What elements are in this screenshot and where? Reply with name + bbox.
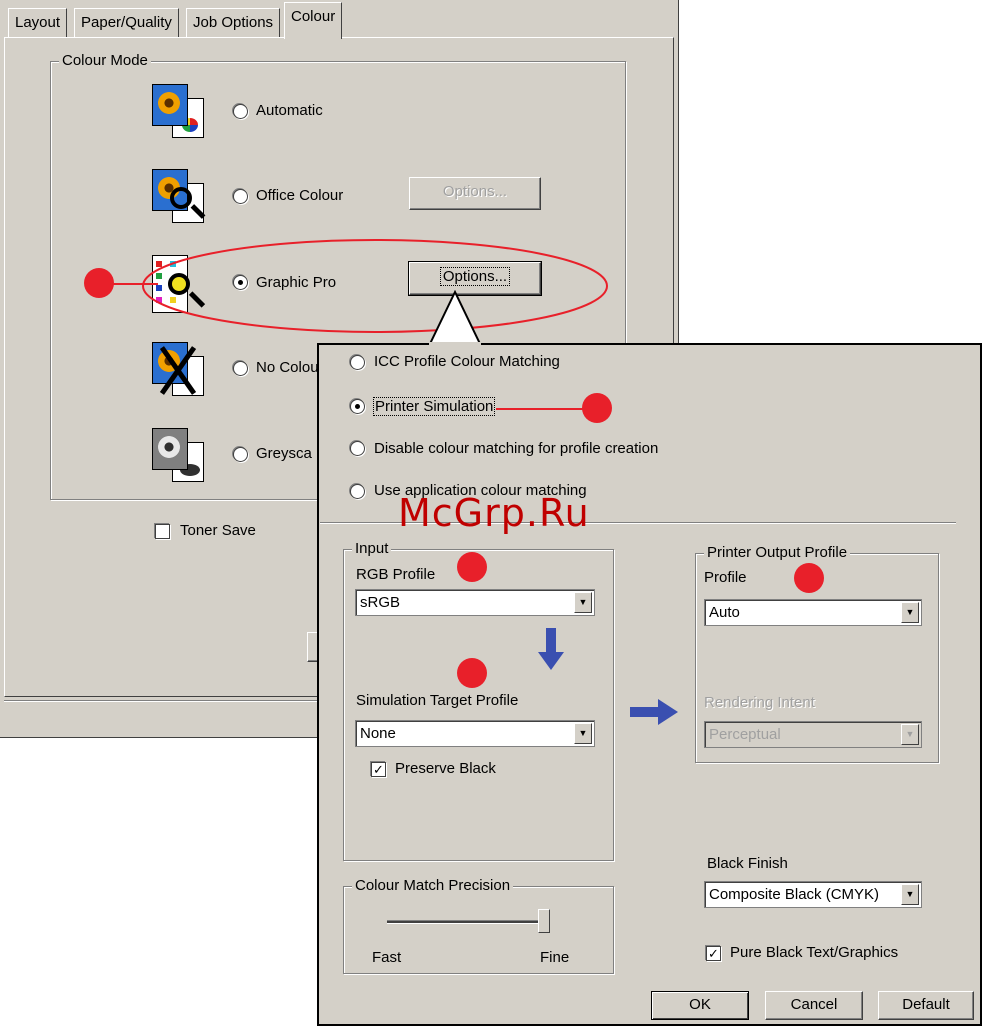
tab-job-options[interactable]: Job Options xyxy=(186,8,281,37)
arrow-down-icon xyxy=(538,628,564,670)
subdialog-divider xyxy=(320,522,956,523)
automatic-label: Automatic xyxy=(256,102,323,119)
rgb-profile-label: RGB Profile xyxy=(356,566,436,583)
colour-mode-legend: Colour Mode xyxy=(59,52,151,69)
application-matching-label: Use application colour matching xyxy=(374,482,587,499)
callout-dot-printer-simulation xyxy=(582,393,612,423)
highlight-ellipse xyxy=(142,239,608,333)
default-button[interactable]: Default xyxy=(878,991,974,1020)
input-legend: Input xyxy=(352,540,392,557)
precision-legend: Colour Match Precision xyxy=(352,877,514,894)
printer-simulation-label: Printer Simulation xyxy=(372,397,496,416)
crossed-document-icon xyxy=(152,342,206,398)
icc-profile-radio[interactable] xyxy=(350,355,365,370)
precision-slider-thumb[interactable] xyxy=(538,909,550,933)
watermark-text: McGrp.Ru xyxy=(398,491,590,535)
ok-button[interactable]: OK xyxy=(651,991,749,1020)
disable-matching-radio[interactable] xyxy=(350,441,365,456)
arrow-right-icon xyxy=(630,699,678,725)
callout-pointer xyxy=(426,290,484,349)
toner-save-label: Toner Save xyxy=(180,522,256,539)
office-colour-options-button[interactable]: Options... xyxy=(409,177,541,210)
black-finish-select[interactable]: Composite Black (CMYK) ▼ xyxy=(704,881,922,908)
magnifier-document-icon xyxy=(152,169,206,225)
callout-dot-simulation-target xyxy=(457,658,487,688)
printer-output-profile-group: Printer Output Profile xyxy=(695,544,939,763)
precision-max-label: Fine xyxy=(540,949,570,966)
icc-profile-label: ICC Profile Colour Matching xyxy=(374,353,560,370)
no-colour-label: No Colou xyxy=(256,359,319,376)
automatic-radio[interactable] xyxy=(233,104,248,119)
printer-output-legend: Printer Output Profile xyxy=(704,544,851,561)
no-colour-radio[interactable] xyxy=(233,361,248,376)
chevron-down-icon: ▼ xyxy=(574,592,592,613)
output-profile-select[interactable]: Auto ▼ xyxy=(704,599,922,626)
greyscale-label: Greysca xyxy=(256,445,312,462)
preserve-black-checkbox[interactable]: ✓ xyxy=(371,762,386,777)
graphic-pro-radio[interactable] xyxy=(233,275,248,290)
colour-match-precision-group: Colour Match Precision xyxy=(343,877,614,974)
cancel-button[interactable]: Cancel xyxy=(765,991,863,1020)
black-finish-label: Black Finish xyxy=(707,855,788,872)
rendering-intent-select[interactable]: Perceptual ▼ xyxy=(704,721,922,748)
pure-black-checkbox[interactable]: ✓ xyxy=(706,946,721,961)
office-colour-radio[interactable] xyxy=(233,189,248,204)
chevron-down-icon: ▼ xyxy=(901,724,919,745)
callout-dot-graphic-pro xyxy=(84,268,114,298)
graphic-pro-options-button[interactable]: Options... xyxy=(408,261,542,296)
profile-label: Profile xyxy=(704,569,747,586)
graphic-pro-label: Graphic Pro xyxy=(256,274,337,291)
office-colour-label: Office Colour xyxy=(256,187,344,204)
tab-paper-quality[interactable]: Paper/Quality xyxy=(74,8,179,37)
sunflower-document-icon xyxy=(152,84,206,140)
simulation-target-label: Simulation Target Profile xyxy=(356,692,519,709)
rendering-intent-label: Rendering Intent xyxy=(704,694,815,711)
callout-dot-rgb-profile xyxy=(457,552,487,582)
preserve-black-label: Preserve Black xyxy=(395,760,496,777)
rgb-profile-select[interactable]: sRGB ▼ xyxy=(355,589,595,616)
greyscale-radio[interactable] xyxy=(233,447,248,462)
input-group: Input xyxy=(343,540,614,861)
disable-matching-label: Disable colour matching for profile crea… xyxy=(374,440,659,457)
precision-slider-track[interactable] xyxy=(387,920,549,924)
simulation-target-select[interactable]: None ▼ xyxy=(355,720,595,747)
printer-simulation-radio[interactable] xyxy=(350,399,365,414)
graphic-pro-options-dialog xyxy=(317,343,982,1026)
tab-layout[interactable]: Layout xyxy=(8,8,68,37)
precision-min-label: Fast xyxy=(372,949,402,966)
greyscale-document-icon xyxy=(152,428,206,484)
application-matching-radio[interactable] xyxy=(350,484,365,499)
callout-line-printer-simulation xyxy=(496,408,588,410)
pure-black-label: Pure Black Text/Graphics xyxy=(730,944,899,961)
chevron-down-icon: ▼ xyxy=(901,602,919,623)
callout-line-graphic-pro xyxy=(112,283,158,285)
toner-save-checkbox[interactable] xyxy=(155,524,170,539)
callout-dot-output-profile xyxy=(794,563,824,593)
tab-colour[interactable]: Colour xyxy=(284,2,343,39)
chevron-down-icon: ▼ xyxy=(901,884,919,905)
chevron-down-icon: ▼ xyxy=(574,723,592,744)
